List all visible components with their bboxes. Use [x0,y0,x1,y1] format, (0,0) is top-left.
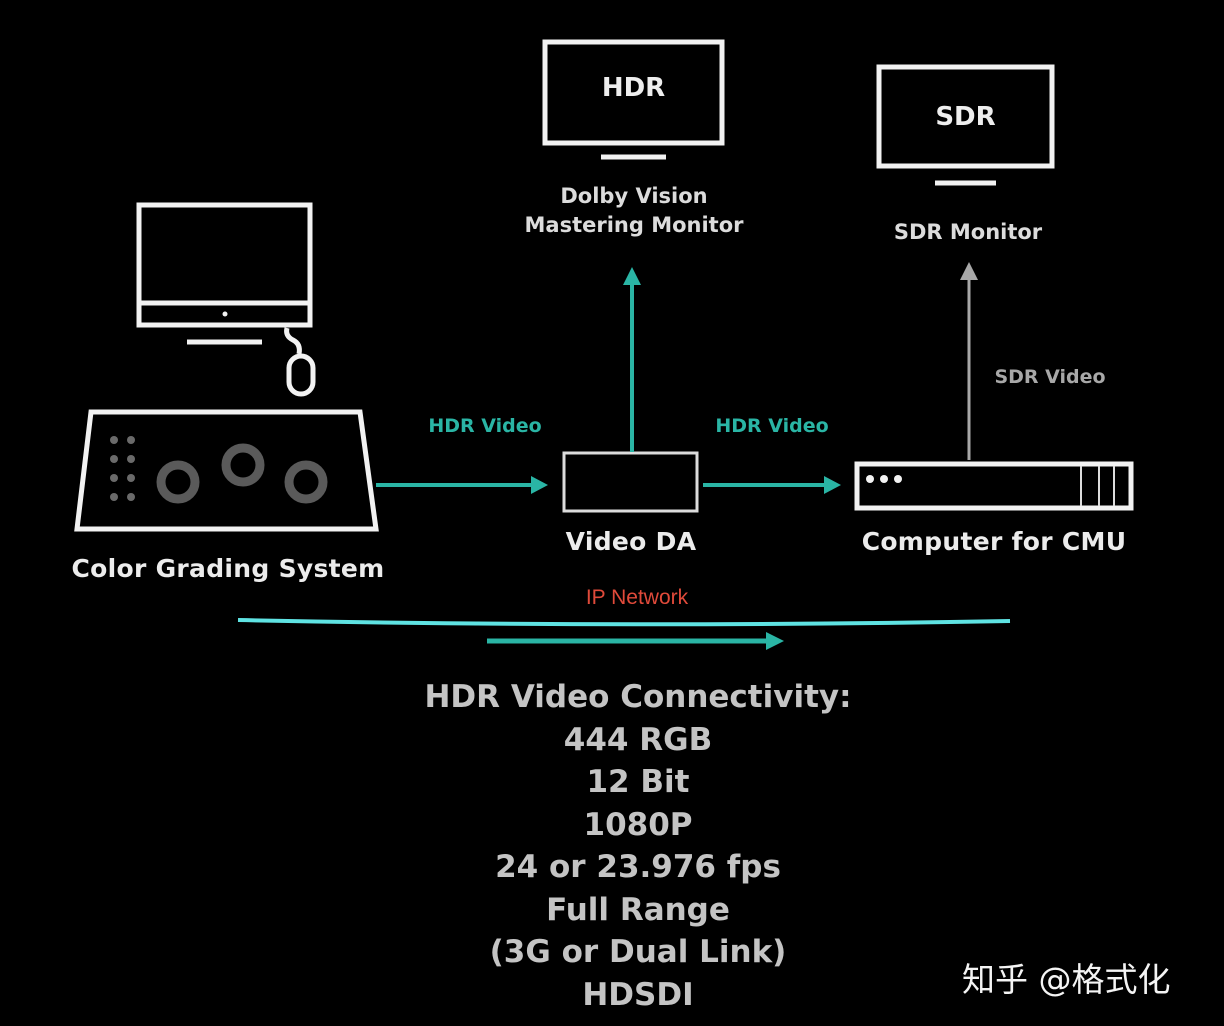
ip-network-line [237,618,1011,627]
connectivity-item: 1080P [583,806,693,843]
network-flow-arrow-icon [487,632,784,650]
arrow-da-to-cmu-icon [703,476,841,494]
cmu-label: Computer for CMU [861,527,1127,556]
hdr-monitor-label-line1: Dolby Vision [560,184,708,208]
hdr-monitor-icon [542,39,725,160]
hdr-screen-text: HDR [601,73,666,103]
hdr-monitor-label: Dolby Vision Mastering Monitor [484,182,784,240]
video-da-label: Video DA [565,527,697,556]
sdr-monitor-icon [876,64,1055,186]
edge-label-grading-to-da: HDR Video [428,415,542,437]
ip-network-label: IP Network [585,586,689,609]
grading-panel-icon [74,409,379,532]
arrow-cmu-to-sdr-monitor-icon [960,262,978,460]
connectivity-title: HDR Video Connectivity: [424,679,852,715]
connectivity-item: 12 Bit [586,764,690,800]
edge-label-cmu-to-sdr: SDR Video [994,366,1106,388]
arrow-da-to-hdr-monitor-icon [623,267,641,452]
connectivity-item: HDSDI [582,976,694,1013]
connectivity-item: 444 RGB [563,721,713,758]
connectivity-spec: HDR Video Connectivity: 444 RGB 12 Bit 1… [338,676,938,1016]
edge-label-da-to-cmu: HDR Video [715,415,829,437]
workstation-monitor-icon [136,202,316,397]
arrow-grading-to-da-icon [376,476,548,494]
connectivity-item: Full Range [546,891,730,928]
video-da-icon [562,451,699,513]
connectivity-item: 24 or 23.976 fps [495,849,781,885]
connectivity-item: (3G or Dual Link) [489,934,787,970]
color-grading-label: Color Grading System [71,554,385,583]
cmu-computer-icon [854,461,1134,511]
watermark: 知乎 @格式化 [962,960,1171,999]
hdr-monitor-label-line2: Mastering Monitor [524,213,744,237]
sdr-screen-text: SDR [935,102,996,132]
sdr-monitor-label: SDR Monitor [893,220,1043,244]
